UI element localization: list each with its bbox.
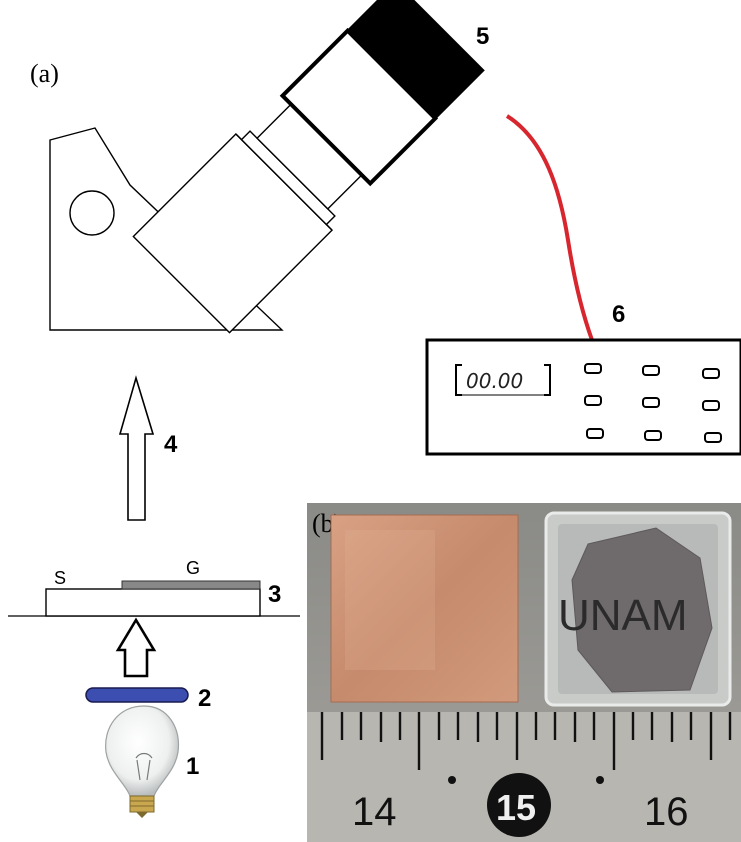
ruler-label-14: 14	[352, 790, 397, 834]
panel-a-label: (a)	[30, 59, 59, 88]
substrate	[45, 588, 261, 617]
copper-foil-sheen	[345, 530, 435, 670]
display-bracket-right	[544, 364, 551, 396]
label-1: 1	[186, 753, 199, 780]
label-6: 6	[612, 301, 625, 328]
bulb-filament	[135, 752, 153, 781]
meter-box	[425, 338, 741, 456]
label-2: 2	[198, 685, 211, 712]
meter-display: 00.00	[466, 369, 523, 393]
reflected-light-arrow	[118, 375, 155, 521]
meter-button	[642, 397, 660, 408]
ruler-ticks	[320, 712, 732, 770]
graphene-film	[571, 527, 713, 693]
ruler-label-15: 15	[496, 787, 536, 828]
label-g: G	[186, 558, 200, 578]
meter-buttons	[584, 363, 722, 443]
ruler-label-16: 16	[644, 790, 689, 834]
ruler-dot	[448, 776, 456, 784]
label-4: 4	[164, 431, 178, 458]
photodetector-head	[346, 0, 485, 120]
bulb-base	[129, 795, 155, 813]
bulb-glass	[105, 705, 180, 797]
graphene-layer	[121, 580, 261, 590]
ruler-15-badge	[487, 773, 551, 837]
meter-button	[642, 365, 660, 376]
label-s: S	[54, 568, 66, 588]
label-5: 5	[476, 23, 489, 50]
light-bulb	[105, 705, 180, 818]
pivot-hole	[69, 190, 115, 236]
meter-button	[644, 430, 662, 441]
unam-text: UNAM	[558, 591, 688, 640]
meter-button	[702, 400, 720, 411]
copper-foil-sample	[330, 514, 519, 703]
ruler-dot	[596, 776, 604, 784]
meter-button	[586, 428, 604, 439]
optical-filter	[85, 687, 189, 703]
label-3: 3	[268, 581, 281, 608]
meter-button	[584, 395, 602, 406]
meter-button	[702, 368, 720, 379]
meter-button	[704, 432, 722, 443]
signal-cable	[505, 114, 594, 341]
display-bracket-left	[455, 364, 462, 396]
bulb-contact	[136, 812, 148, 818]
meter-button	[584, 363, 602, 374]
incident-light-arrow	[115, 617, 157, 678]
